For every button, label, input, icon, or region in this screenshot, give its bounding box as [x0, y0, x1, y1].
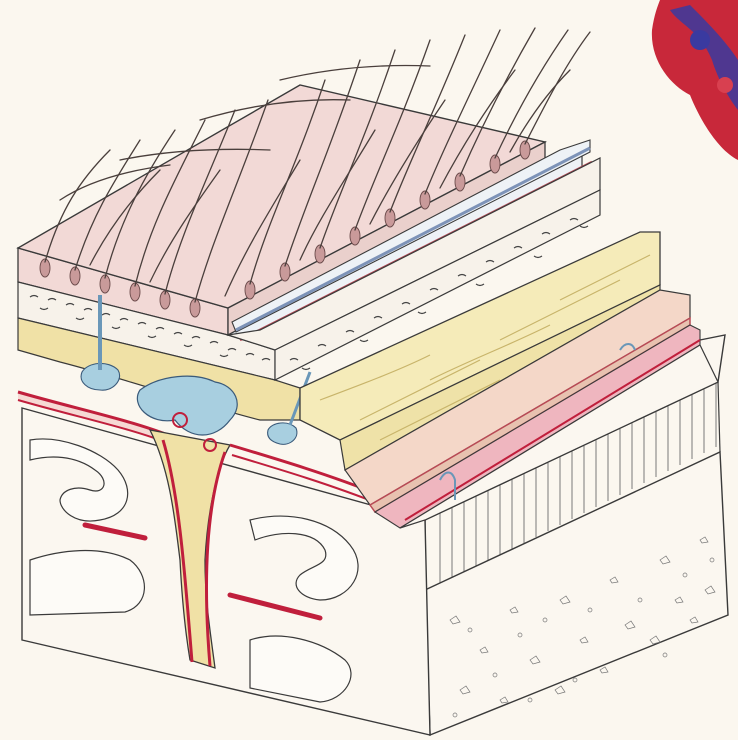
cistern [137, 376, 237, 435]
corner-blob [652, 0, 738, 160]
